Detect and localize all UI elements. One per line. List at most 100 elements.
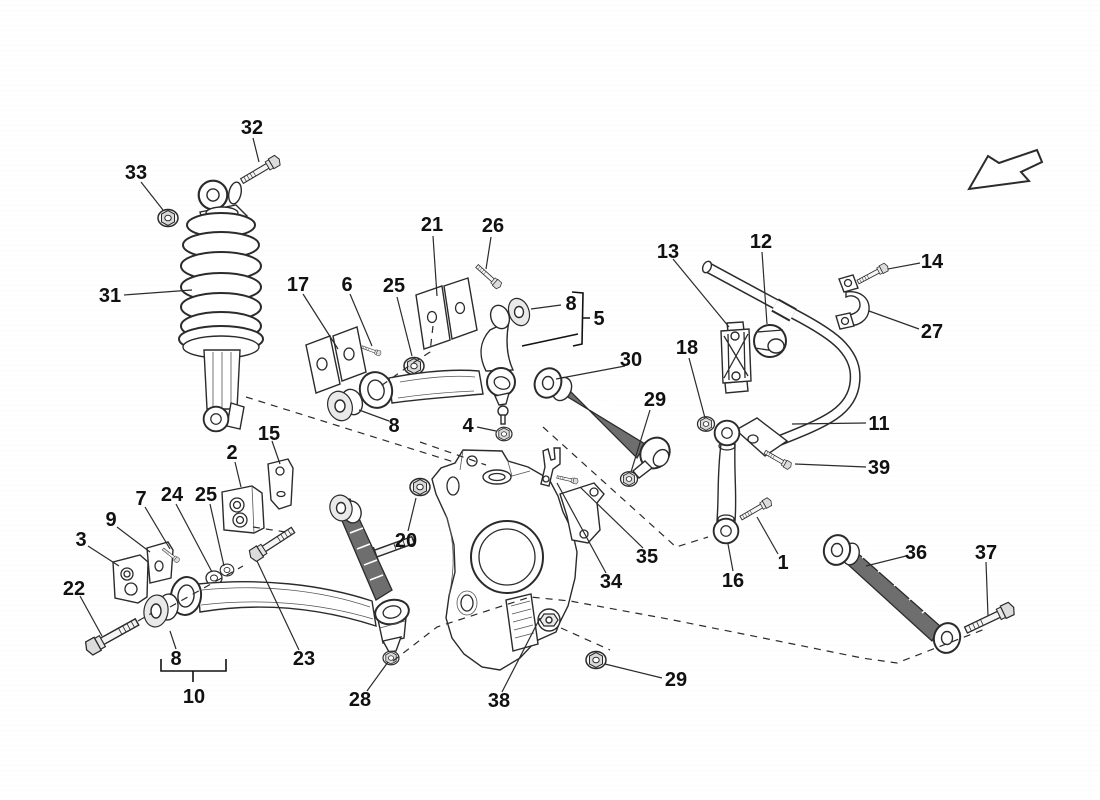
leader-line-13	[672, 258, 730, 328]
bolt-26	[473, 262, 504, 291]
callout-2: 2	[226, 442, 237, 464]
callout-4: 4	[462, 415, 474, 437]
leader-line-27	[868, 310, 920, 330]
lower-wishbone	[82, 458, 417, 666]
callout-5: 5	[593, 308, 604, 330]
shock-top-eyelet	[197, 179, 229, 211]
bar-end-paddle	[734, 417, 789, 457]
nut-4	[495, 426, 513, 442]
knuckle-rear-arm	[559, 482, 605, 544]
leader-line-8	[169, 630, 177, 650]
callout-15: 15	[258, 423, 280, 445]
callout-31: 31	[99, 285, 121, 307]
bolt-35	[556, 474, 579, 485]
track-arm-36	[822, 534, 1018, 654]
callout-35: 35	[636, 546, 658, 568]
lower-ball-joint	[374, 598, 410, 666]
direction-arrow-icon	[967, 148, 1044, 191]
bracket-3	[112, 554, 149, 604]
bushing-8c	[143, 593, 179, 628]
bolt-6	[360, 344, 383, 357]
leader-line-6	[349, 293, 373, 347]
leader-line-3	[87, 545, 120, 567]
callout-17: 17	[287, 274, 309, 296]
leader-line-15	[271, 440, 281, 465]
bracket-15	[267, 458, 294, 510]
stabilizer-link-16	[696, 416, 774, 545]
leader-line-26	[485, 236, 492, 270]
callout-14: 14	[921, 251, 944, 273]
shock-top-bolt	[238, 153, 283, 187]
clamp-27	[835, 274, 870, 330]
ball-joint-cap	[486, 367, 516, 397]
leader-line-17	[302, 293, 339, 350]
bolt-39	[762, 448, 794, 471]
arm-tube	[388, 369, 484, 404]
leader-line-20	[407, 497, 417, 532]
leader-line-4	[476, 426, 497, 432]
coil-spring	[178, 212, 264, 359]
shock-absorber	[157, 153, 283, 433]
axis-dashed-line	[169, 565, 244, 608]
leader-line-25	[396, 296, 413, 357]
bolt-22	[82, 614, 142, 658]
axis-dashed-line	[252, 526, 293, 534]
axis-dashed-line	[245, 396, 458, 464]
brace-5	[521, 291, 590, 347]
leader-line-8	[530, 304, 562, 310]
callout-6: 6	[341, 274, 352, 296]
leader-line-1	[756, 516, 779, 555]
bushing-8a	[489, 297, 531, 330]
bracket-13	[720, 321, 752, 394]
bracket-10	[160, 659, 227, 682]
callout-22: 22	[63, 578, 85, 600]
fork-34	[540, 447, 561, 487]
callout-13: 13	[657, 241, 679, 263]
bracket-2	[221, 485, 265, 534]
leader-line-7	[144, 506, 171, 550]
callout-28: 28	[349, 689, 371, 711]
nut-29b	[585, 650, 607, 670]
callout-29: 29	[644, 389, 666, 411]
callout-25: 25	[383, 275, 405, 297]
leader-line-34	[556, 482, 607, 574]
nut-20	[409, 477, 431, 497]
rear-bushing	[329, 494, 362, 524]
nut-18	[696, 416, 716, 432]
leader-line-37	[985, 561, 989, 617]
callout-8: 8	[170, 648, 181, 670]
leader-line-2	[234, 461, 242, 488]
bolt-37	[962, 600, 1018, 637]
bolt-14	[855, 261, 891, 287]
leader-line-9	[116, 526, 151, 553]
leader-line-11	[791, 422, 867, 425]
leader-line-12	[761, 251, 768, 325]
callout-34: 34	[600, 571, 623, 593]
leader-line-31	[123, 289, 193, 296]
callout-39: 39	[868, 457, 890, 479]
callout-25: 25	[195, 484, 217, 506]
callout-37: 37	[975, 542, 997, 564]
bushing-8b	[327, 388, 364, 422]
nut-25a	[403, 356, 425, 376]
upper-wishbone	[305, 262, 531, 442]
leader-line-28	[366, 661, 389, 692]
callout-10: 10	[183, 686, 205, 708]
callout-21: 21	[421, 214, 443, 236]
callout-7: 7	[135, 488, 146, 510]
shock-bottom-eyelet	[202, 405, 230, 433]
arm-member	[197, 581, 377, 628]
leader-line-38	[501, 617, 541, 693]
leader-line-23	[256, 560, 300, 651]
axis-dashed-line	[137, 612, 153, 622]
leader-line-24	[175, 503, 213, 573]
callout-3: 3	[75, 529, 86, 551]
axis-dashed-line	[377, 325, 434, 389]
callout-36: 36	[905, 542, 927, 564]
nut-29a	[619, 471, 639, 487]
bushing-12	[753, 324, 787, 358]
leader-line-18	[688, 357, 706, 419]
